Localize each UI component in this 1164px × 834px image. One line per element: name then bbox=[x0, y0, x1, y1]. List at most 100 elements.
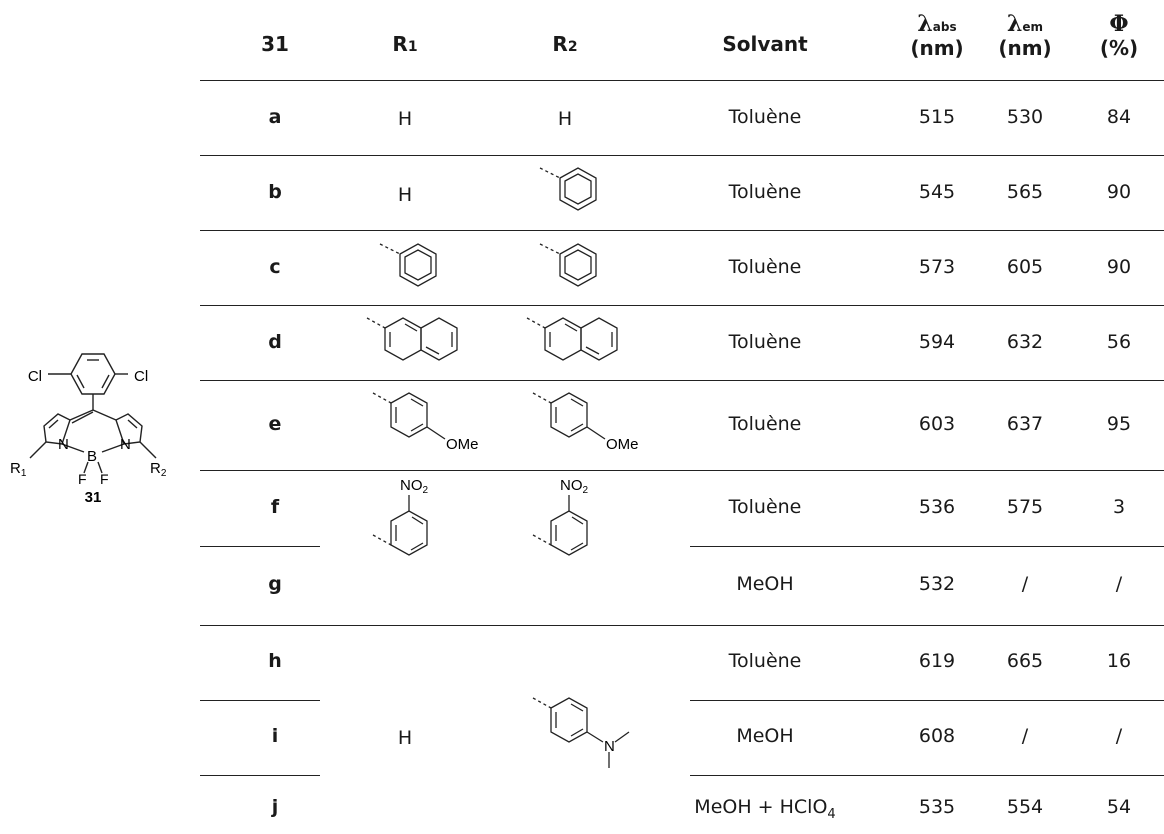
row-h-solvent: Toluène bbox=[728, 650, 802, 672]
row-b-r1: H bbox=[397, 184, 413, 206]
row-h-em: 665 bbox=[1006, 650, 1044, 672]
row-j-em: 554 bbox=[1006, 796, 1044, 818]
row-c-solvent: Toluène bbox=[728, 256, 802, 278]
row-hij-r2-dimethylaminophenyl-structure: N bbox=[532, 697, 630, 768]
header-r1: R1 bbox=[392, 32, 418, 56]
row-a-phi: 84 bbox=[1106, 106, 1132, 128]
row-fg-r1-nitrophenyl-structure: NO2 bbox=[372, 477, 429, 556]
row-h-phi: 16 bbox=[1106, 650, 1132, 672]
row-d-r1-naphthyl-structure bbox=[366, 317, 458, 361]
row-hij-n-label: N bbox=[604, 738, 615, 755]
rule-a bbox=[200, 155, 1164, 156]
cl-label-right: Cl bbox=[134, 368, 148, 385]
row-fg-r2-nitrophenyl-structure: NO2 bbox=[532, 477, 589, 556]
cl-label-left: Cl bbox=[28, 368, 42, 385]
row-c-r2-phenyl-structure bbox=[539, 243, 597, 287]
header-lambda-em: λem (nm) bbox=[998, 11, 1052, 61]
row-c-em: 605 bbox=[1006, 256, 1044, 278]
row-d-id: d bbox=[268, 331, 282, 353]
header-r2: R2 bbox=[552, 32, 578, 56]
row-g-abs: 532 bbox=[918, 573, 956, 595]
row-b-r2-phenyl-structure bbox=[539, 167, 597, 211]
row-b-abs: 545 bbox=[918, 181, 956, 203]
row-j-abs: 535 bbox=[918, 796, 956, 818]
row-j-id: j bbox=[271, 796, 279, 818]
rule-h-left bbox=[200, 700, 320, 701]
n1-label: N bbox=[58, 436, 69, 453]
row-fg-r2-no2-label: NO2 bbox=[560, 477, 589, 496]
row-f-id: f bbox=[270, 496, 280, 518]
n2-label: N bbox=[120, 436, 131, 453]
row-b-solvent: Toluène bbox=[728, 181, 802, 203]
row-b-phi: 90 bbox=[1106, 181, 1132, 203]
row-a-r2: H bbox=[557, 108, 573, 130]
row-a-id: a bbox=[268, 106, 282, 128]
rule-i-right bbox=[690, 775, 1164, 776]
row-f-abs: 536 bbox=[918, 496, 956, 518]
r2-label: R2 bbox=[150, 460, 167, 479]
rule-h-right bbox=[690, 700, 1164, 701]
rule-e bbox=[200, 470, 1164, 471]
row-c-phi: 90 bbox=[1106, 256, 1132, 278]
row-h-abs: 619 bbox=[918, 650, 956, 672]
row-g-em: / bbox=[1021, 573, 1029, 595]
b-label: B bbox=[87, 448, 97, 465]
row-hij-r1: H bbox=[397, 727, 413, 749]
header-id: 31 bbox=[261, 32, 289, 56]
row-d-solvent: Toluène bbox=[728, 331, 802, 353]
row-e-solvent: Toluène bbox=[728, 413, 802, 435]
row-f-phi: 3 bbox=[1112, 496, 1126, 518]
rule-b bbox=[200, 230, 1164, 231]
row-e-r1-ome-label: OMe bbox=[446, 436, 479, 453]
rule-c bbox=[200, 305, 1164, 306]
r1-label: R1 bbox=[10, 460, 27, 479]
row-e-r1-methoxyphenyl-structure: OMe bbox=[372, 392, 479, 453]
row-a-solvent: Toluène bbox=[728, 106, 802, 128]
row-e-abs: 603 bbox=[918, 413, 956, 435]
bodipy-core-structure: Cl Cl N N B F F R1 R2 31 bbox=[10, 353, 167, 506]
row-g-solvent: MeOH bbox=[736, 573, 794, 595]
row-a-em: 530 bbox=[1006, 106, 1044, 128]
row-f-em: 575 bbox=[1006, 496, 1044, 518]
row-fg-r1-no2-label: NO2 bbox=[400, 477, 429, 496]
row-e-r2-ome-label: OMe bbox=[606, 436, 639, 453]
row-d-r2-naphthyl-structure bbox=[526, 317, 618, 361]
row-e-r2-methoxyphenyl-structure: OMe bbox=[532, 392, 639, 453]
row-g-phi: / bbox=[1115, 573, 1123, 595]
row-a-r1: H bbox=[397, 108, 413, 130]
row-j-solvent: MeOH + HClO4 bbox=[694, 796, 836, 822]
rule-d bbox=[200, 380, 1164, 381]
row-d-phi: 56 bbox=[1106, 331, 1132, 353]
rule-f-right bbox=[690, 546, 1164, 547]
row-a-abs: 515 bbox=[918, 106, 956, 128]
row-c-abs: 573 bbox=[918, 256, 956, 278]
f2-label: F bbox=[100, 471, 109, 487]
header-lambda-abs: λabs (nm) bbox=[910, 11, 964, 61]
compound-number: 31 bbox=[85, 489, 102, 506]
row-e-id: e bbox=[268, 413, 282, 435]
row-e-em: 637 bbox=[1006, 413, 1044, 435]
row-h-id: h bbox=[268, 650, 282, 672]
rule-g bbox=[200, 625, 1164, 626]
row-b-em: 565 bbox=[1006, 181, 1044, 203]
row-c-r1-phenyl-structure bbox=[379, 243, 437, 287]
row-i-id: i bbox=[271, 725, 279, 747]
f1-label: F bbox=[78, 471, 87, 487]
row-b-id: b bbox=[268, 181, 282, 203]
row-i-solvent: MeOH bbox=[736, 725, 794, 747]
row-e-phi: 95 bbox=[1106, 413, 1132, 435]
row-d-abs: 594 bbox=[918, 331, 956, 353]
row-i-phi: / bbox=[1115, 725, 1123, 747]
row-c-id: c bbox=[269, 256, 281, 278]
header-solvent: Solvant bbox=[722, 32, 808, 56]
row-f-solvent: Toluène bbox=[728, 496, 802, 518]
row-i-abs: 608 bbox=[918, 725, 956, 747]
rule-i-left bbox=[200, 775, 320, 776]
header-phi: Φ (%) bbox=[1099, 11, 1139, 61]
row-d-em: 632 bbox=[1006, 331, 1044, 353]
rule-header bbox=[200, 80, 1164, 81]
row-i-em: / bbox=[1021, 725, 1029, 747]
row-g-id: g bbox=[268, 573, 282, 595]
row-j-phi: 54 bbox=[1106, 796, 1132, 818]
rule-f-left bbox=[200, 546, 320, 547]
